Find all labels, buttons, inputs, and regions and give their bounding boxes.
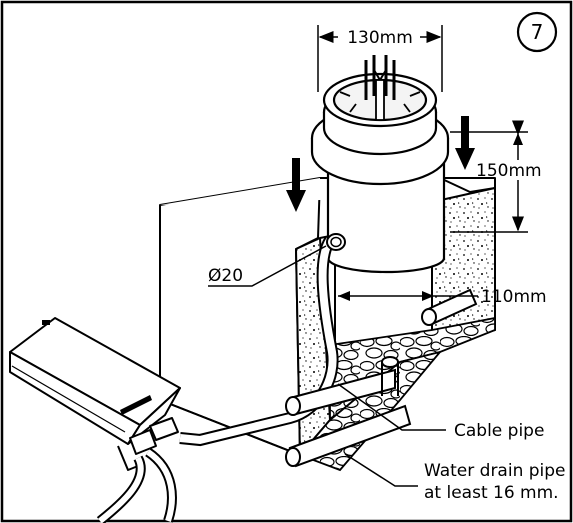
dim-110mm-label: 110mm [481, 287, 547, 307]
cable-pipe-label: Cable pipe [454, 421, 544, 441]
dim-130mm [317, 25, 443, 92]
drain-pipe-leader [344, 453, 418, 487]
dim-110mm-arrow-left [338, 291, 350, 301]
dim-150mm [450, 120, 528, 233]
control-box [9, 317, 181, 471]
step-badge: 7 [516, 11, 558, 53]
insert-arrow-left [286, 158, 306, 212]
dim-150mm-label: 150mm [476, 161, 542, 181]
dim-150mm-arrowhead-top [513, 133, 523, 145]
dim-diameter [208, 245, 327, 287]
water-drain-pipe [285, 356, 412, 468]
drain-pipe-label-line1: Water drain pipe [424, 461, 566, 481]
supply-cables [96, 447, 177, 523]
wall-box-cylinder [310, 55, 450, 274]
cable-pipe [285, 368, 396, 416]
dim-110mm-arrow-right [422, 291, 434, 301]
dim-diameter-label: Ø20 [208, 266, 243, 286]
step-number: 7 [531, 20, 544, 44]
cable-pipe-leader [337, 383, 446, 431]
dim-130mm-label: 130mm [347, 28, 413, 48]
drain-pipe-label-line2: at least 16 mm. [424, 483, 559, 503]
insert-arrow-right [455, 116, 475, 170]
